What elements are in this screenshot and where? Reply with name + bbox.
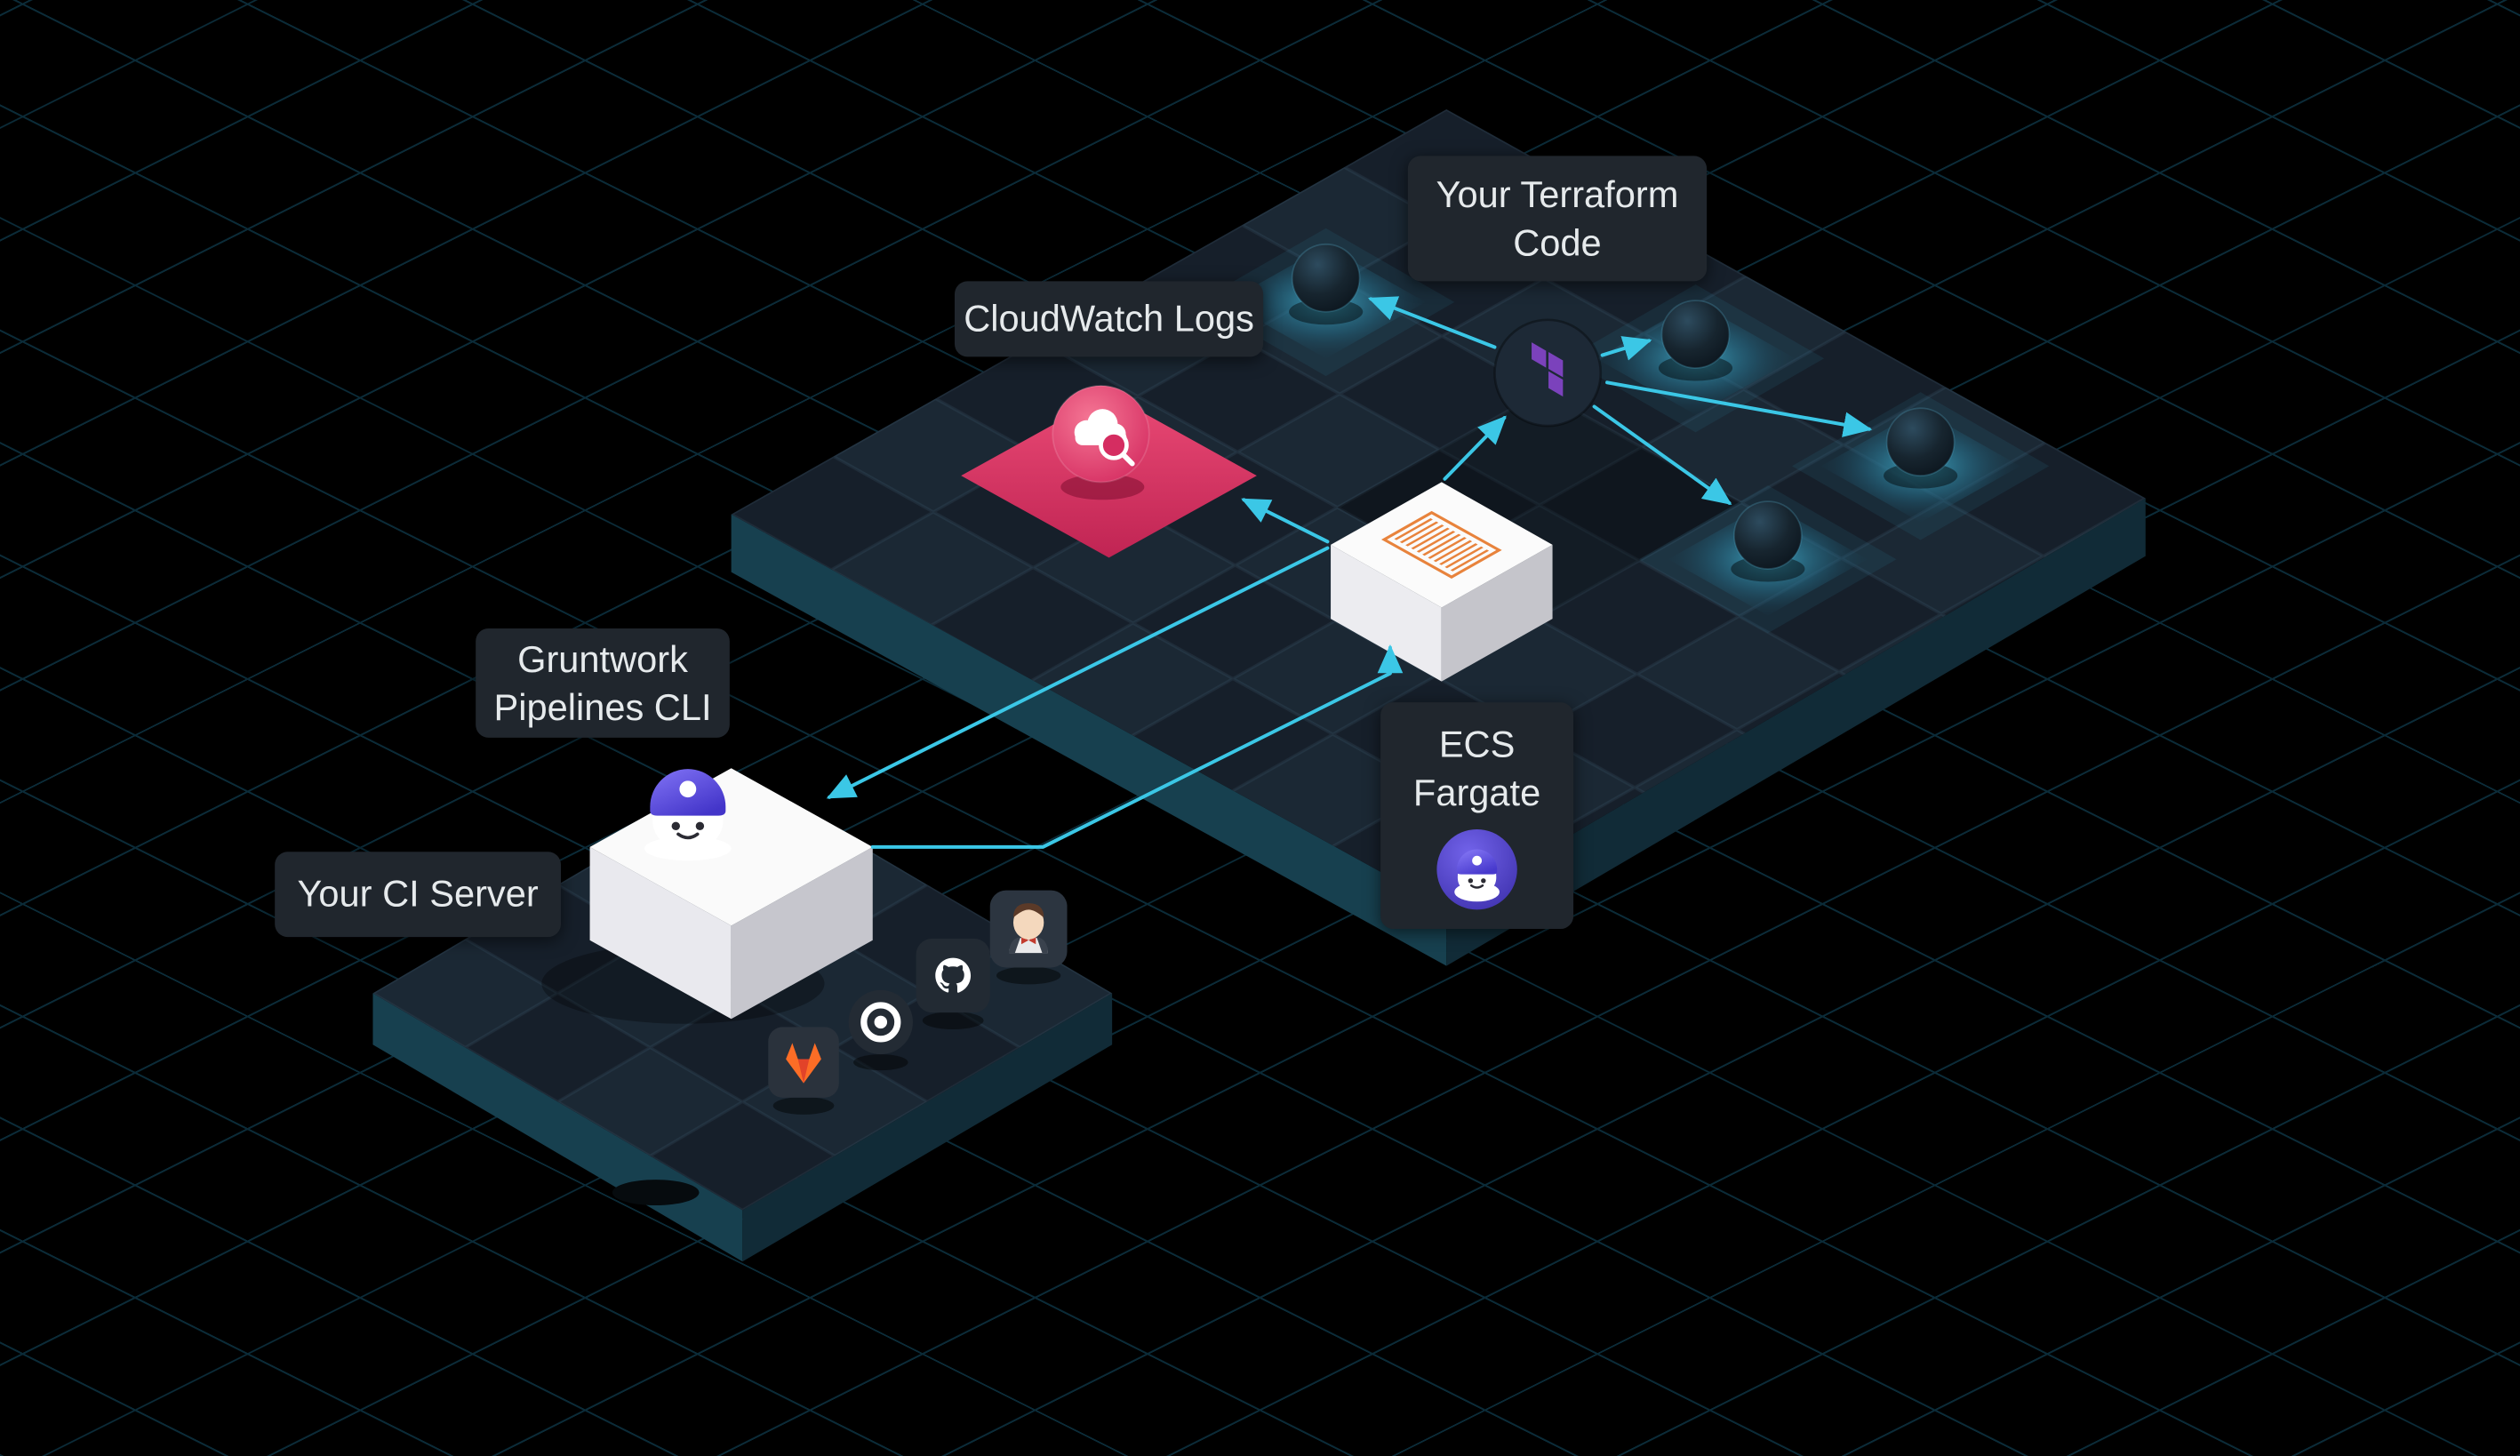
label-cloudwatch-logs: CloudWatch Logs xyxy=(954,281,1264,357)
ground-shadow xyxy=(612,1180,700,1206)
resource-node-sphere xyxy=(1885,407,1956,477)
label-gruntwork-pipelines-cli-text: Gruntwork Pipelines CLI xyxy=(493,637,712,729)
label-terraform-code-text: Your Terraform Code xyxy=(1436,172,1679,264)
arrow-task-to-ci-server xyxy=(826,546,1330,799)
arrow-ci-server-to-task xyxy=(870,644,1404,849)
resource-node-sphere xyxy=(1291,243,1361,313)
arrow-terraform-to-node-1 xyxy=(1367,296,1497,349)
gruntwork-logo-icon xyxy=(1436,829,1517,911)
small-platform-right-face xyxy=(742,993,1113,1262)
terraform-icon xyxy=(1532,342,1564,397)
cloudwatch-logs-icon xyxy=(1052,385,1150,484)
connection-arrows xyxy=(826,296,1873,849)
terraform-node xyxy=(1493,318,1603,428)
label-ci-server-text: Your CI Server xyxy=(297,873,539,916)
helmet-lamp-icon xyxy=(679,780,697,798)
resource-node-4 xyxy=(1639,485,1897,634)
resource-node-sphere xyxy=(1660,300,1731,369)
gitlab-icon xyxy=(768,1027,839,1115)
container-logs-icon xyxy=(1380,510,1502,579)
resource-node-2 xyxy=(1566,284,1825,433)
resource-node-sphere xyxy=(1732,500,1803,570)
resource-node-3 xyxy=(1791,392,2050,540)
label-cloudwatch-logs-text: CloudWatch Logs xyxy=(964,298,1254,340)
label-terraform-code: Your Terraform Code xyxy=(1407,156,1708,282)
arrow-task-to-cloudwatch xyxy=(1241,498,1330,544)
ci-tools xyxy=(768,890,1068,1115)
jenkins-icon xyxy=(989,890,1068,985)
arrow-task-to-terraform xyxy=(1443,415,1507,481)
label-ecs-fargate: ECS Fargate xyxy=(1380,702,1574,930)
large-platform-left-face xyxy=(731,514,1447,966)
arrow-terraform-to-node-4 xyxy=(1592,404,1732,505)
arrow-terraform-to-node-3 xyxy=(1605,380,1873,437)
magnifier-icon xyxy=(1099,430,1129,460)
gruntwork-mascot-icon xyxy=(644,769,732,861)
label-gruntwork-pipelines-cli: Gruntwork Pipelines CLI xyxy=(476,628,730,738)
large-platform-right-face xyxy=(1446,498,2146,966)
arrow-terraform-to-node-2 xyxy=(1600,336,1652,361)
github-icon xyxy=(916,938,990,1030)
label-ecs-fargate-text: ECS Fargate xyxy=(1412,722,1541,813)
circleci-icon xyxy=(848,989,913,1071)
label-ci-server: Your CI Server xyxy=(275,852,562,938)
